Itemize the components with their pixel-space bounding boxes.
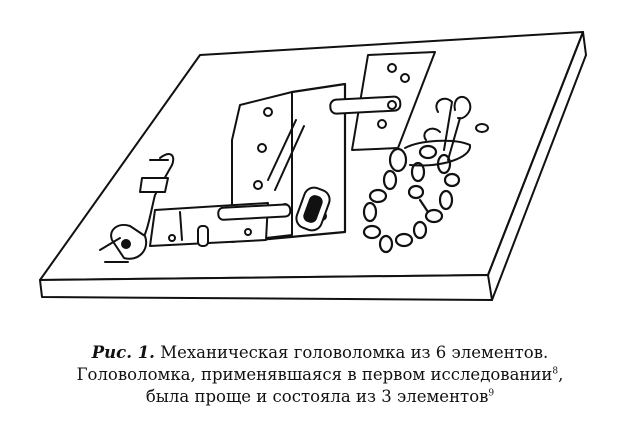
figure-label: Рис. 1.	[91, 343, 155, 362]
caption-comma: ,	[558, 365, 564, 384]
chain-icon	[362, 144, 461, 254]
reference-9: 9	[488, 388, 495, 399]
ring-hooks-icon	[404, 95, 489, 167]
caption-line-2: Головоломка, применявшаяся в первом иссл…	[0, 364, 640, 386]
figure-caption: Рис. 1. Механическая головоломка из 6 эл…	[0, 342, 640, 408]
puzzle-illustration	[39, 31, 587, 301]
caption-title: Механическая головоломка из 6 элементов.	[160, 343, 549, 362]
caption-text-3: была проще и состояла из 3 элементов	[145, 387, 489, 406]
latch-bolt-icon	[149, 202, 292, 247]
caption-line-3: была проще и состояла из 3 элементов9	[0, 386, 640, 408]
reference-8: 8	[552, 366, 559, 377]
caption-line-1: Рис. 1. Механическая головоломка из 6 эл…	[0, 342, 640, 364]
hook-lever-icon	[99, 153, 175, 263]
caption-text-2: Головоломка, применявшаяся в первом иссл…	[76, 365, 553, 384]
